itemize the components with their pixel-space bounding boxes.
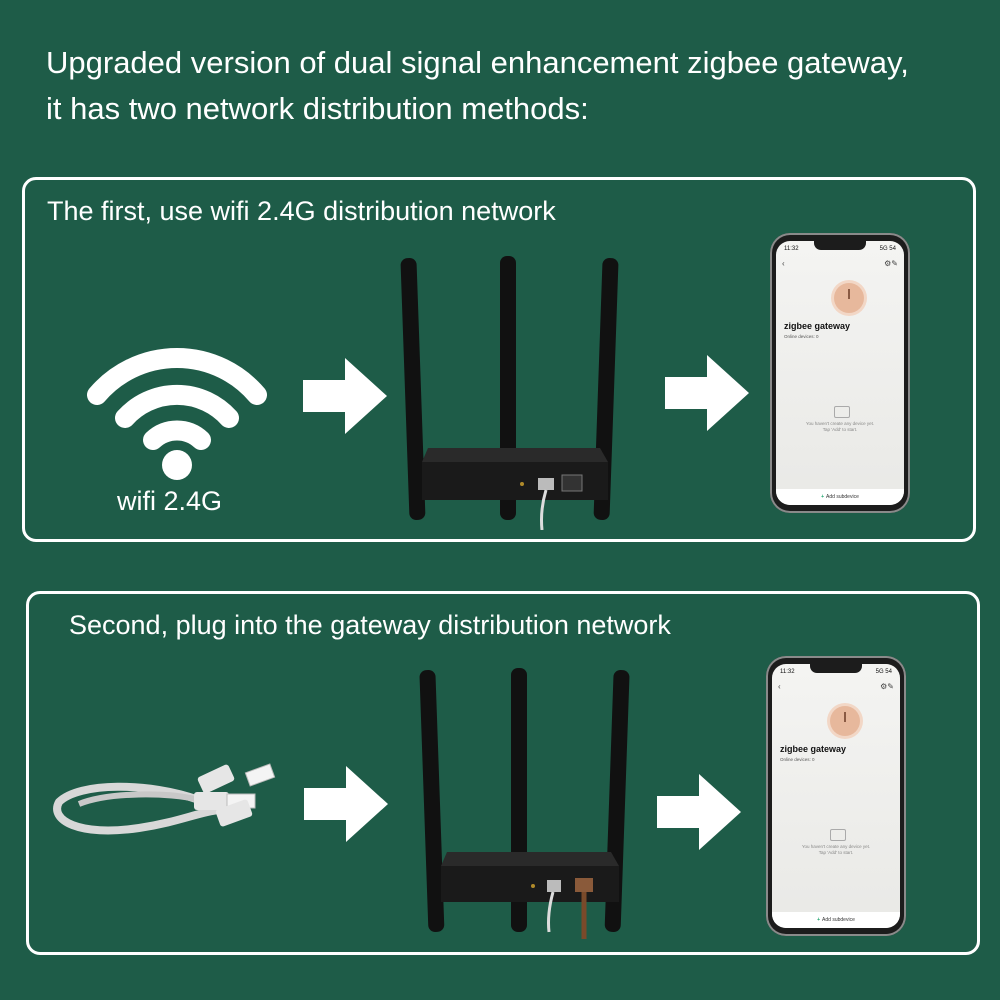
arrow-right-icon — [665, 355, 749, 431]
arrow-right-icon — [304, 766, 388, 842]
back-icon[interactable]: ‹ — [778, 682, 781, 691]
empty-box-icon — [830, 829, 846, 841]
wifi-label: wifi 2.4G — [117, 486, 223, 516]
ethernet-cable-icon — [53, 763, 276, 835]
add-subdevice-button[interactable]: +Add subdevice — [772, 912, 900, 928]
smartphone: 11:32 5G 54 ‹ ⚙✎ zigbee gateway Online d… — [766, 656, 906, 936]
empty-message: You haven't create any device yet. Tap '… — [801, 844, 871, 855]
plus-icon: + — [821, 494, 825, 500]
add-subdevice-button[interactable]: +Add subdevice — [776, 489, 904, 505]
zigbee-gateway-router — [400, 256, 619, 530]
headline-line-2: it has two network distribution methods: — [46, 91, 589, 126]
arrow-right-icon — [657, 774, 741, 850]
smartphone: 11:32 5G 54 ‹ ⚙✎ zigbee gateway Online d… — [770, 233, 910, 513]
headline: Upgraded version of dual signal enhancem… — [46, 40, 986, 132]
arrow-right-icon — [303, 358, 387, 434]
headline-line-1: Upgraded version of dual signal enhancem… — [46, 45, 909, 80]
phone-screen: 11:32 5G 54 ‹ ⚙✎ zigbee gateway Online d… — [772, 664, 900, 928]
app-title: zigbee gateway — [780, 744, 847, 754]
zigbee-gateway-router — [419, 668, 630, 939]
status-bar: 11:32 5G 54 — [776, 241, 904, 255]
status-signal: 5G 54 — [875, 669, 892, 675]
empty-message: You haven't create any device yet. Tap '… — [805, 421, 875, 432]
panel-title: Second, plug into the gateway distributi… — [69, 610, 671, 640]
panel-title: The first, use wifi 2.4G distribution ne… — [47, 196, 556, 226]
plus-icon: + — [817, 917, 821, 923]
app-title: zigbee gateway — [784, 321, 851, 331]
clock-icon — [830, 706, 860, 736]
clock-icon — [834, 283, 864, 313]
status-bar: 11:32 5G 54 — [772, 664, 900, 678]
wifi-icon — [87, 348, 267, 480]
online-devices: Online devices: 0 — [780, 757, 815, 762]
online-devices: Online devices: 0 — [784, 334, 819, 339]
settings-icon[interactable]: ⚙✎ — [880, 682, 894, 691]
back-icon[interactable]: ‹ — [782, 259, 785, 268]
status-time: 11:32 — [784, 246, 799, 252]
status-time: 11:32 — [780, 669, 795, 675]
phone-screen: 11:32 5G 54 ‹ ⚙✎ zigbee gateway Online d… — [776, 241, 904, 505]
panel-gateway-method: Second, plug into the gateway distributi… — [26, 591, 980, 955]
settings-icon[interactable]: ⚙✎ — [884, 259, 898, 268]
panel-wifi-method: The first, use wifi 2.4G distribution ne… — [22, 177, 976, 542]
status-signal: 5G 54 — [879, 246, 896, 252]
empty-box-icon — [834, 406, 850, 418]
